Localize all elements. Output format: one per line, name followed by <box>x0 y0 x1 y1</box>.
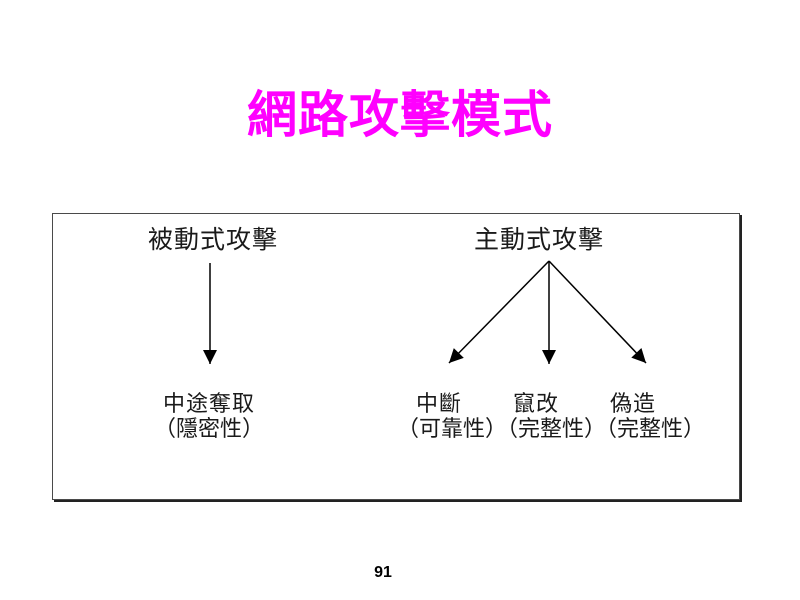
passive-property-label: （隱密性） <box>153 416 265 441</box>
page-number: 91 <box>374 564 392 581</box>
active-property-interruption: （可靠性） <box>396 416 507 441</box>
diagram-box: 被動式攻擊 主動式攻擊 中途奪取 （隱密性） 中斷 竄改 偽造 （可靠性）（完整… <box>52 213 740 500</box>
active-attack-label: 主動式攻擊 <box>473 227 605 254</box>
active-result-tampering: 竄改 <box>512 391 560 416</box>
slide-title: 網路攻擊模式 <box>247 87 553 143</box>
active-property-forgery: （完整性） <box>606 416 706 441</box>
active-result-forgery: 偽造 <box>609 391 657 416</box>
passive-attack-label: 被動式攻擊 <box>147 227 279 254</box>
active-arrow-left <box>448 260 550 364</box>
arrows-layer <box>203 260 647 364</box>
active-property-tampering: （完整性） <box>506 416 607 441</box>
active-arrow-right <box>548 260 647 364</box>
passive-result-label: 中途奪取 <box>162 391 256 416</box>
active-result-interruption: 中斷 <box>415 391 463 416</box>
active-properties-row: （可靠性）（完整性）（完整性） <box>397 411 705 443</box>
